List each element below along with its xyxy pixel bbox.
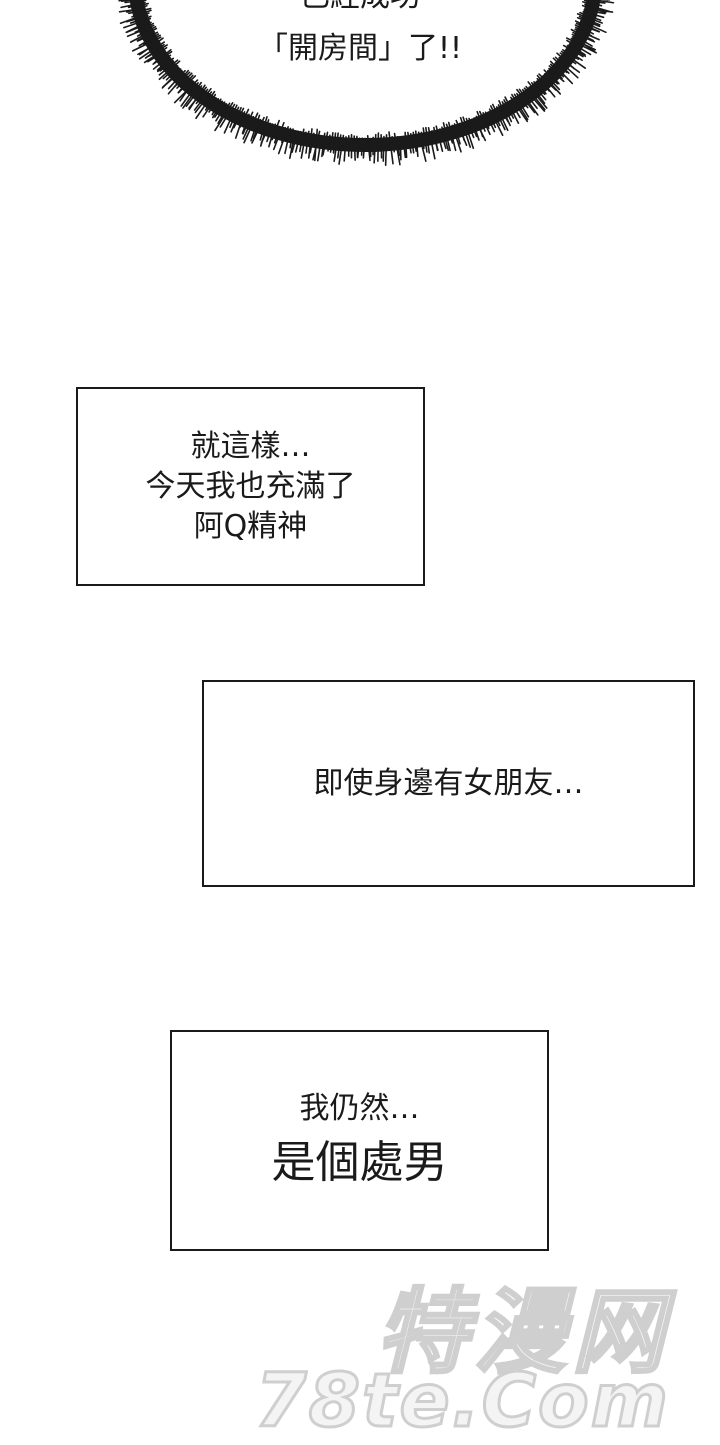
balloon-text-line1: 已經成功: [0, 0, 720, 16]
caption-1-line-3: 阿Q精神: [193, 508, 308, 544]
spiky-balloon-outline: [118, 0, 615, 166]
caption-box-3: 我仍然… 是個處男: [170, 1030, 549, 1251]
caption-2-line-1: 即使身邊有女朋友…: [313, 765, 584, 801]
caption-3-line-1: 我仍然…: [299, 1090, 420, 1126]
caption-3-emphasis: 是個處男: [271, 1136, 448, 1188]
speech-balloon: 已經成功 「開房間」了!!: [0, 0, 720, 200]
caption-1-line-1: 就這樣…: [190, 428, 311, 464]
caption-1-line-2: 今天我也充滿了: [145, 468, 356, 504]
caption-box-1: 就這樣… 今天我也充滿了 阿Q精神: [76, 387, 425, 586]
site-watermark: 特漫网 78te.Com: [250, 1258, 710, 1445]
balloon-text-line2: 「開房間」了!!: [257, 31, 463, 66]
watermark-line-2: 78te.Com: [254, 1357, 670, 1445]
caption-box-2: 即使身邊有女朋友…: [202, 680, 695, 887]
watermark-line-1: 特漫网: [374, 1278, 670, 1388]
